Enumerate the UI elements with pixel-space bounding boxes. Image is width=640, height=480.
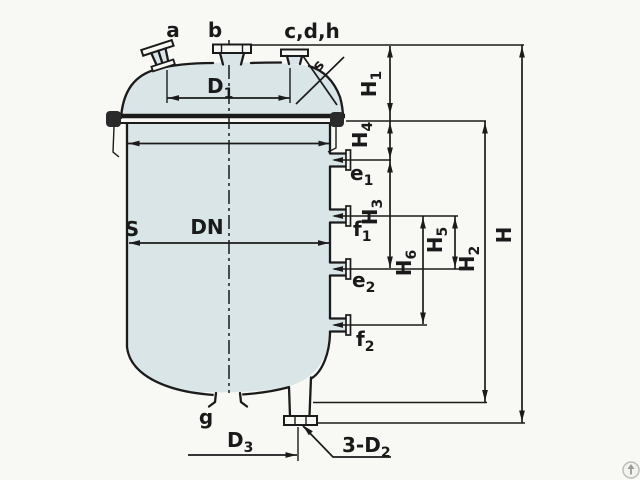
scroll-to-top-watermark-icon[interactable] (622, 461, 640, 479)
flange-clamp-bolt-right (330, 112, 344, 127)
label-nozzle-f2: f2 (356, 327, 374, 355)
label-dim-D1: D1 (207, 74, 233, 102)
vessel-body (125, 122, 332, 397)
label-bottom-discharge-3D2: 3-D2 (342, 433, 391, 461)
dimension-lines (129, 45, 523, 458)
label-dim-H1: H1 (357, 71, 385, 98)
extension-lines (166, 44, 525, 461)
label-dim-DN: DN (190, 215, 223, 239)
nozzle-cdh (280, 48, 309, 66)
head-thickness-mark (295, 55, 345, 106)
labels: a b c,d,h s D1 H1 H4 H3 H5 H6 H2 H e1 f1… (125, 18, 516, 461)
label-nozzle-a: a (166, 18, 180, 42)
bottom-outlet-g (207, 391, 249, 408)
label-wall-thickness-S: S (125, 217, 139, 241)
label-nozzle-f1: f1 (353, 217, 371, 245)
dimension-arrowheads (128, 46, 525, 458)
label-nozzle-e2: e2 (352, 268, 375, 296)
leader-3-D2 (302, 425, 391, 458)
label-nozzle-e1: e1 (350, 161, 373, 189)
label-dim-H5: H5 (423, 227, 451, 254)
label-nozzle-cdh: c,d,h (284, 19, 340, 43)
flange-clamp-bolt-left (106, 111, 121, 127)
label-dim-H3: H3 (358, 199, 386, 226)
label-dim-H4: H4 (348, 122, 376, 149)
up-arrow-icon (627, 464, 635, 469)
label-nozzle-b: b (208, 18, 222, 42)
bottom-discharge-leg (283, 376, 318, 426)
nozzle-b (212, 43, 252, 66)
label-dim-D3: D3 (227, 428, 253, 456)
vessel-fill (121, 62, 343, 393)
label-nozzle-g: g (199, 405, 213, 429)
nozzle-a (140, 38, 176, 73)
label-dim-H6: H6 (392, 250, 420, 277)
label-dim-H2: H2 (455, 246, 483, 273)
label-dim-H: H (492, 227, 516, 244)
